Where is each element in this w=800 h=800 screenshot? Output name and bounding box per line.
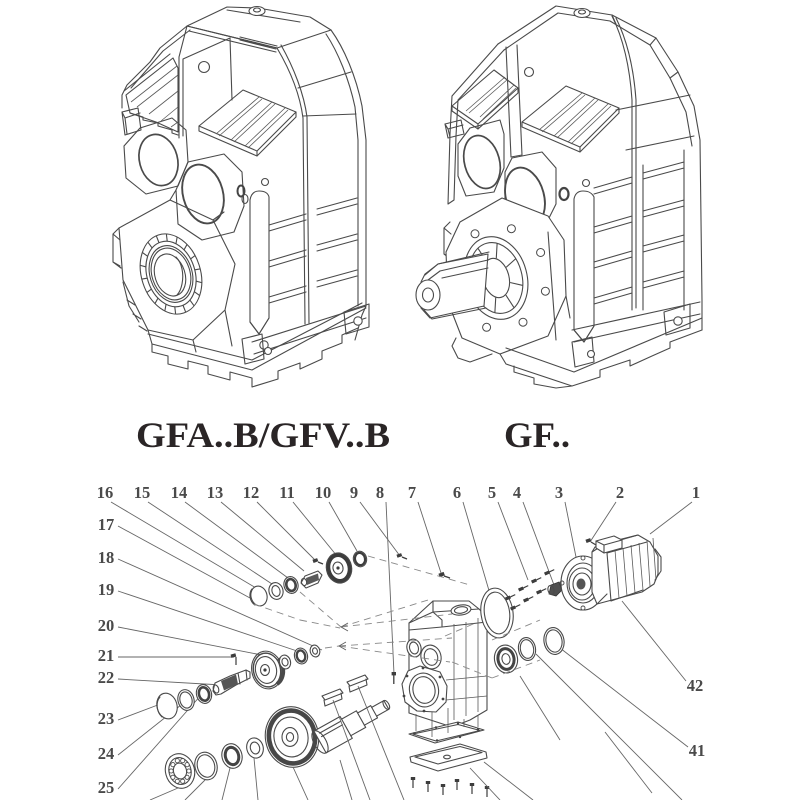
- svg-text:8: 8: [376, 483, 384, 502]
- svg-text:10: 10: [315, 483, 332, 502]
- svg-text:23: 23: [98, 709, 115, 728]
- svg-text:18: 18: [98, 548, 115, 567]
- svg-text:1: 1: [692, 483, 700, 502]
- svg-text:22: 22: [98, 668, 115, 687]
- svg-text:15: 15: [134, 483, 151, 502]
- svg-text:19: 19: [98, 580, 115, 599]
- svg-text:12: 12: [243, 483, 260, 502]
- svg-text:20: 20: [98, 616, 115, 635]
- svg-text:4: 4: [513, 483, 521, 502]
- svg-text:7: 7: [408, 483, 416, 502]
- svg-text:25: 25: [98, 778, 115, 797]
- svg-text:3: 3: [555, 483, 563, 502]
- svg-text:6: 6: [453, 483, 461, 502]
- svg-text:16: 16: [97, 483, 114, 502]
- svg-text:21: 21: [98, 646, 115, 665]
- svg-text:24: 24: [98, 744, 115, 763]
- svg-text:41: 41: [689, 741, 706, 760]
- svg-text:13: 13: [207, 483, 224, 502]
- svg-text:9: 9: [350, 483, 358, 502]
- svg-text:42: 42: [687, 676, 704, 695]
- svg-text:GF..: GF..: [504, 415, 570, 455]
- svg-text:5: 5: [488, 483, 496, 502]
- svg-text:11: 11: [279, 483, 295, 502]
- svg-text:14: 14: [171, 483, 188, 502]
- svg-text:GFA..B/GFV..B: GFA..B/GFV..B: [136, 415, 390, 455]
- svg-text:2: 2: [616, 483, 624, 502]
- svg-text:17: 17: [98, 515, 115, 534]
